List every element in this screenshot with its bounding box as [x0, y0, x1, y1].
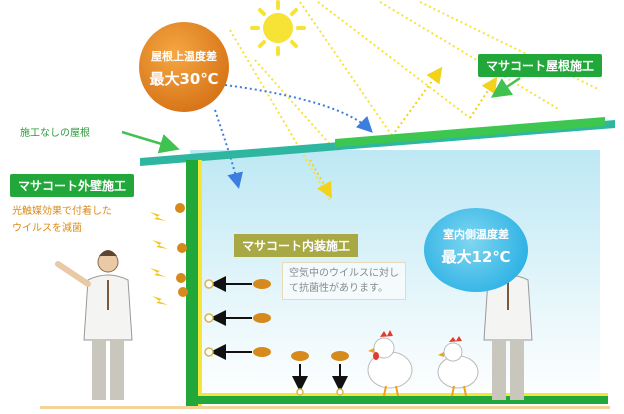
chicken-icon	[367, 330, 413, 397]
ground-line	[40, 406, 610, 409]
photocatalyst-line1: 光触媒効果で付着した	[12, 206, 112, 217]
indoor-temp-value: 最大12℃	[441, 248, 511, 266]
indoor-temp-title: 室内側温度差	[443, 228, 509, 241]
roof-treated	[335, 117, 605, 147]
interior-note-line1: 空気中のウイルスに対し	[289, 268, 399, 279]
arrow-icon	[210, 276, 348, 392]
roof-temp-title: 屋根上温度差	[151, 50, 217, 63]
photocatalyst-line2: ウイルスを減菌	[12, 223, 82, 234]
virus-icon	[175, 203, 188, 297]
outer-wall-treated	[186, 160, 198, 408]
photocatalyst-note: 光触媒効果で付着した ウイルスを減菌	[12, 203, 112, 237]
roof-temp-value: 最大30℃	[149, 70, 219, 88]
virus-icon	[253, 279, 349, 361]
interior-coat-label: マサコート内装施工	[234, 234, 359, 257]
roof-temp-badge: 屋根上温度差 最大30℃	[139, 22, 229, 112]
sun-icon	[250, 0, 306, 56]
floor	[198, 396, 608, 404]
indoor-temp-badge: 室内側温度差 最大12℃	[424, 208, 528, 292]
inner-wall-coating	[198, 160, 202, 408]
reflected-rays	[309, 66, 498, 199]
roof-coat-label: マサコート屋根施工	[478, 54, 603, 77]
chicken-icon	[437, 336, 479, 397]
interior-note: 空気中のウイルスに対し て抗菌性があります。	[282, 262, 406, 300]
neutralized-virus-icon	[204, 279, 344, 396]
interior-note-line2: て抗菌性があります。	[289, 283, 388, 294]
floor-coating	[198, 393, 608, 396]
heat-arrows	[214, 84, 373, 189]
person-icon	[55, 250, 133, 400]
pointer-arrows	[121, 76, 521, 154]
photocatalyst-sparks	[150, 212, 168, 305]
wall-coat-label: マサコート外壁施工	[10, 174, 135, 197]
no-treatment-roof-label: 施工なしの屋根	[20, 128, 90, 139]
